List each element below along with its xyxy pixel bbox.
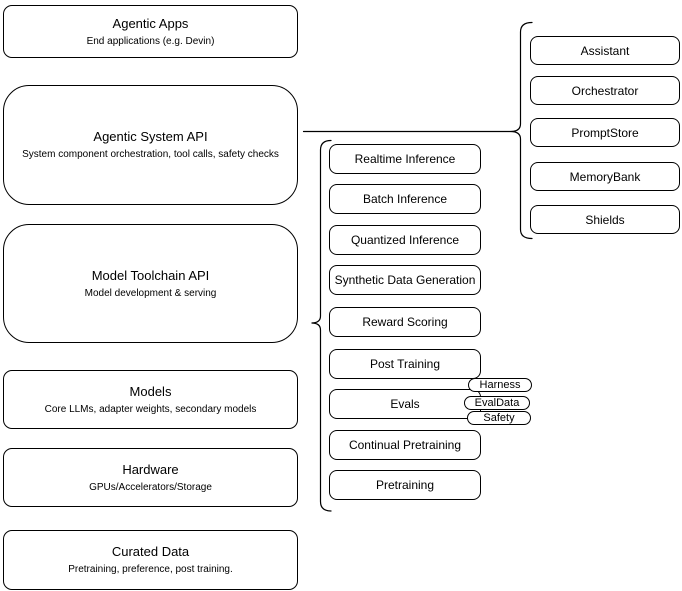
eval-tag-harness: Harness <box>468 378 532 392</box>
layer-title: Agentic System API <box>93 129 208 144</box>
layer-title: Model Toolchain API <box>91 267 210 283</box>
eval-tag-evaldata: EvalData <box>464 396 530 410</box>
layer-title: Curated Data <box>111 544 190 559</box>
layer-subtitle: System component orchestration, tool cal… <box>22 149 279 160</box>
agentic-component-box-memorybank: MemoryBank <box>530 162 680 191</box>
toolchain-box-synthetic-data-generation: Synthetic Data Generation <box>329 265 481 295</box>
agentic-system-api-box: Agentic System API System component orch… <box>3 85 298 205</box>
agentic-apps-box: Agentic Apps End applications (e.g. Devi… <box>3 5 298 58</box>
eval-tag-safety: Safety <box>467 411 531 425</box>
toolchain-box-batch-inference: Batch Inference <box>329 184 481 214</box>
agentic-component-box-orchestrator: Orchestrator <box>530 76 680 105</box>
hardware-box: Hardware GPUs/Accelerators/Storage <box>3 448 298 507</box>
toolchain-box-evals: Evals <box>329 389 481 419</box>
curated-data-box: Curated Data Pretraining, preference, po… <box>3 530 298 590</box>
layer-title: Hardware <box>122 461 179 477</box>
agentic-component-box-shields: Shields <box>530 205 680 234</box>
models-box: Models Core LLMs, adapter weights, secon… <box>3 370 298 429</box>
agentic-components-curly-brace <box>510 21 533 240</box>
layer-subtitle: Model development & serving <box>84 287 217 299</box>
layer-subtitle: GPUs/Accelerators/Storage <box>89 481 212 493</box>
layer-title: Models <box>129 383 172 399</box>
layer-subtitle: Pretraining, preference, post training. <box>68 564 233 575</box>
toolchain-box-quantized-inference: Quantized Inference <box>329 225 481 255</box>
toolchain-box-pretraining: Pretraining <box>329 470 481 500</box>
toolchain-box-continual-pretraining: Continual Pretraining <box>329 430 481 460</box>
layer-subtitle: End applications (e.g. Devin) <box>86 35 215 47</box>
agentic-component-box-assistant: Assistant <box>530 36 680 65</box>
toolchain-box-post-training: Post Training <box>329 349 481 379</box>
toolchain-box-reward-scoring: Reward Scoring <box>329 307 481 337</box>
model-toolchain-api-box: Model Toolchain API Model development & … <box>3 224 298 343</box>
layer-title: Agentic Apps <box>112 15 189 31</box>
layer-subtitle: Core LLMs, adapter weights, secondary mo… <box>44 403 257 415</box>
toolchain-box-realtime-inference: Realtime Inference <box>329 144 481 174</box>
agentic-component-box-promptstore: PromptStore <box>530 118 680 147</box>
